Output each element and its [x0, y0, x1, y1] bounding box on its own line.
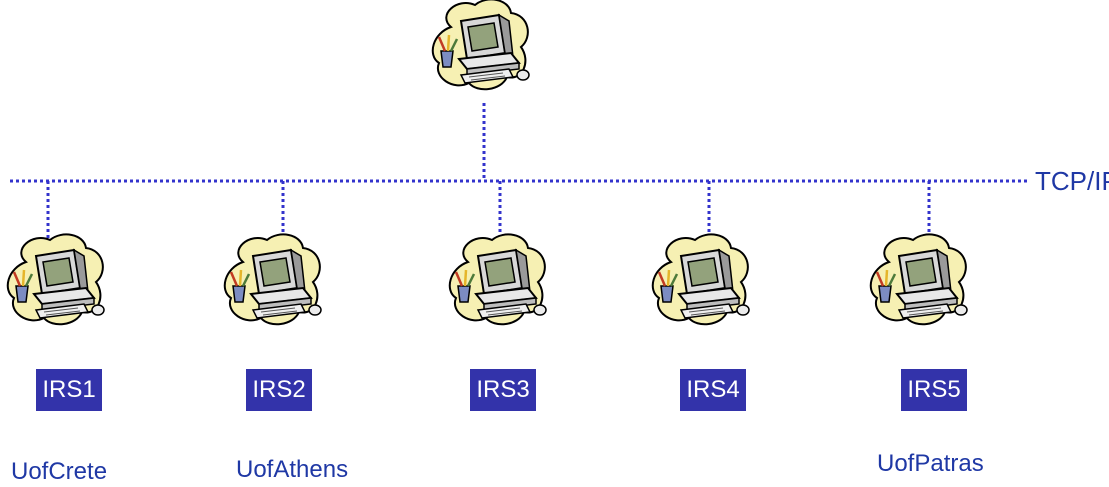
- irs-box-5: IRS5: [901, 369, 967, 411]
- node-1-computer-icon: [6, 233, 106, 326]
- node-3-computer-icon: [448, 233, 548, 326]
- node-2-computer-icon: [223, 233, 323, 326]
- tcpip-label: TCP/IP: [1035, 166, 1109, 196]
- site-label-1: UofCrete: [11, 458, 108, 485]
- site-label-2: UofAthens: [236, 456, 349, 483]
- irs-box-2: IRS2: [246, 369, 312, 411]
- node-5-computer-icon: [869, 233, 969, 326]
- node-4-computer-icon: [651, 233, 751, 326]
- site-label-5: UofPatras: [877, 450, 984, 477]
- irs-box-4: IRS4: [680, 369, 746, 411]
- server-computer-icon: [431, 0, 531, 91]
- network-lines: [10, 103, 1028, 256]
- irs-box-1: IRS1: [36, 369, 102, 411]
- irs-box-3: IRS3: [470, 369, 536, 411]
